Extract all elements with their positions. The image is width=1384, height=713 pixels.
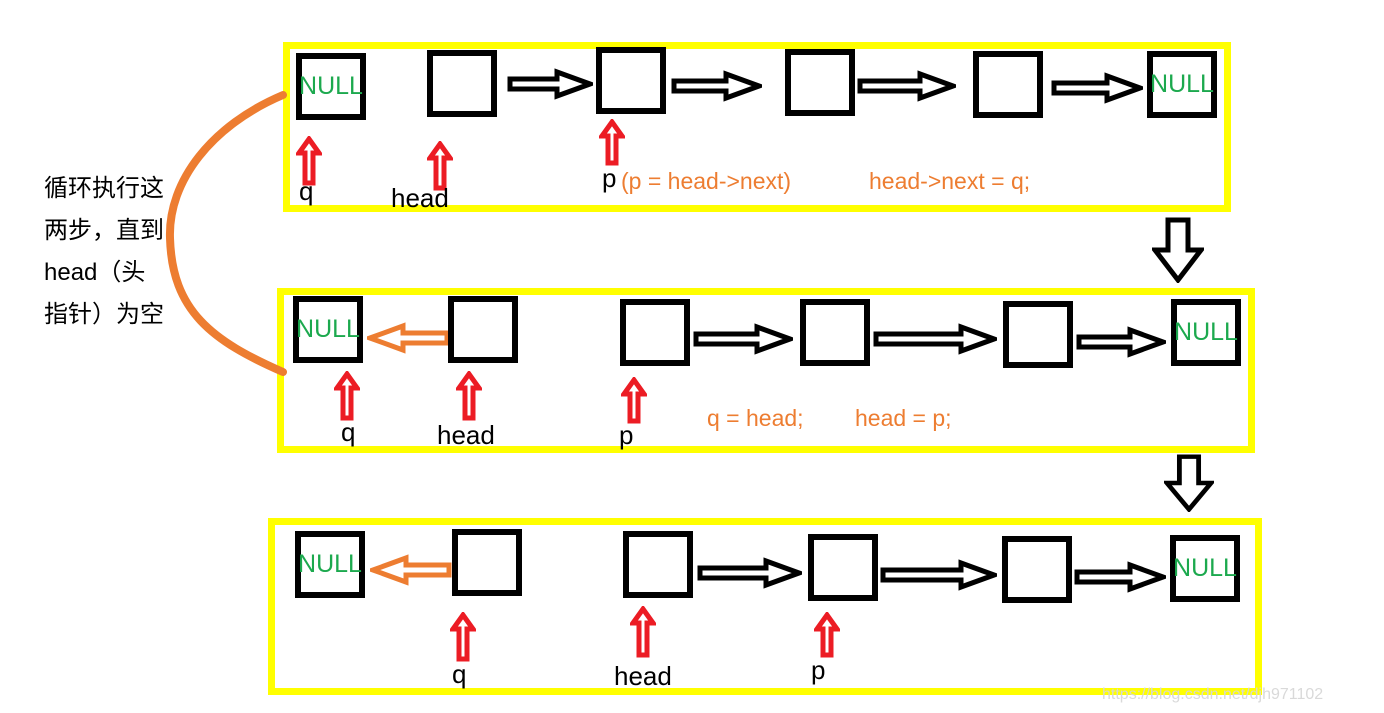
next-arrow-icon: [1074, 561, 1166, 593]
pointer-up-arrow-icon: [427, 141, 453, 191]
side-note-line: 两步，直到: [44, 217, 164, 244]
null-box: NULL: [295, 531, 365, 598]
null-box: NULL: [1171, 299, 1241, 366]
node-box: [785, 49, 855, 116]
pointer-up-arrow-icon: [814, 612, 840, 658]
code-annotation: head->next = q;: [869, 168, 1031, 194]
next-arrow-icon: [857, 70, 956, 102]
panel-step-3-frame: [268, 518, 1262, 695]
null-box: NULL: [296, 53, 366, 120]
pointer-label-q: q: [341, 417, 356, 447]
node-box: [452, 529, 522, 596]
null-label: NULL: [1174, 318, 1238, 346]
null-label: NULL: [298, 550, 362, 578]
node-box: [1003, 301, 1073, 368]
null-label: NULL: [1173, 554, 1237, 582]
node-box: [808, 534, 878, 601]
next-arrow-icon: [1076, 326, 1166, 358]
side-note-line: head（头: [44, 259, 146, 286]
pointer-label-q: q: [299, 176, 314, 206]
side-note-line: 循环执行这: [44, 175, 164, 202]
node-box: [973, 51, 1043, 118]
pointer-up-arrow-icon: [296, 136, 322, 186]
next-arrow-icon: [671, 70, 762, 102]
node-box: [448, 296, 518, 363]
node-box: [800, 299, 870, 366]
side-note: 循环执行这 两步，直到 head（头 指针）为空: [44, 168, 164, 336]
node-box: [1002, 536, 1072, 603]
side-note-line: 指针）为空: [44, 301, 164, 328]
node-box: [620, 299, 690, 366]
next-arrow-icon: [1051, 72, 1143, 104]
pointer-label-p: p: [602, 163, 617, 193]
next-arrow-icon: [697, 557, 802, 589]
next-arrow-icon: [880, 559, 997, 591]
next-arrow-icon: [507, 68, 593, 100]
null-label: NULL: [1150, 70, 1214, 98]
pointer-up-arrow-icon: [450, 612, 476, 662]
code-annotation: head = p;: [855, 405, 952, 431]
pointer-label-head: head: [614, 661, 672, 691]
pointer-label-head: head: [391, 183, 449, 213]
next-arrow-icon: [693, 323, 793, 355]
pointer-label-q: q: [452, 659, 467, 689]
pointer-label-p: p: [811, 655, 826, 685]
null-label: NULL: [296, 315, 360, 343]
null-box: NULL: [1170, 535, 1240, 602]
step-down-arrow-icon: [1164, 454, 1214, 512]
node-box: [623, 531, 693, 598]
code-annotation: (p = head->next): [621, 168, 792, 194]
pointer-up-arrow-icon: [334, 371, 360, 421]
pointer-label-p: p: [619, 420, 634, 450]
reversed-next-arrow-icon: [367, 322, 450, 354]
code-annotation: q = head;: [707, 405, 804, 431]
pointer-up-arrow-icon: [456, 371, 482, 421]
pointer-up-arrow-icon: [621, 377, 647, 424]
pointer-up-arrow-icon: [630, 606, 656, 658]
pointer-label-head: head: [437, 420, 495, 450]
node-box: [596, 47, 666, 114]
loop-brace-curve-icon: [165, 91, 287, 376]
reversed-next-arrow-icon: [370, 554, 452, 586]
null-box: NULL: [1147, 51, 1217, 118]
step-down-arrow-icon: [1152, 217, 1204, 283]
pointer-up-arrow-icon: [599, 119, 625, 166]
node-box: [427, 50, 497, 117]
null-box: NULL: [293, 296, 363, 363]
next-arrow-icon: [873, 323, 997, 355]
null-label: NULL: [299, 72, 363, 100]
watermark: https://blog.csdn.net/djh971102: [1102, 686, 1324, 703]
